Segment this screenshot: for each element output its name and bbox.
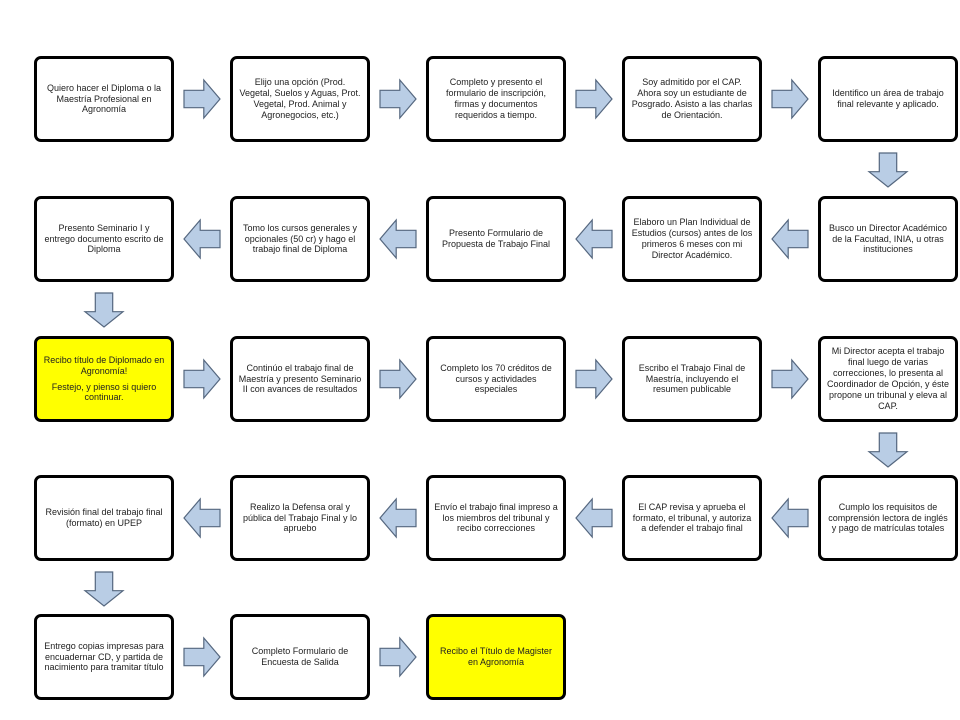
flow-step-text: Revisión final del trabajo final (format… [45, 507, 163, 528]
arrow-right-icon [183, 78, 221, 120]
flow-step-17: Realizo la Defensa oral y pública del Tr… [230, 475, 370, 561]
flow-step-text: Mi Director acepta el trabajo final lueg… [826, 346, 950, 411]
flow-step-text: Completo los 70 créditos de cursos y act… [440, 362, 552, 395]
flow-step-10: Busco un Director Académico de la Facult… [818, 196, 958, 282]
arrow-right-icon [379, 358, 417, 400]
arrow-shape [379, 218, 417, 260]
flow-step-text: Presento Formulario de Propuesta de Trab… [441, 228, 551, 249]
arrow-right-icon [379, 636, 417, 678]
arrow-right-icon [575, 358, 613, 400]
flow-step-9: Elaboro un Plan Individual de Estudios (… [622, 196, 762, 282]
flow-step-text: Festejo, y pienso si quiero continuar. [51, 381, 157, 403]
flow-step-23: Recibo el Título de Magister en Agronomí… [426, 614, 566, 700]
flow-step-text: Presento Seminario I y entrego documento… [44, 222, 164, 255]
flow-step-21: Entrego copias impresas para encuadernar… [34, 614, 174, 700]
flow-step-8: Presento Formulario de Propuesta de Trab… [426, 196, 566, 282]
flow-step-16: Revisión final del trabajo final (format… [34, 475, 174, 561]
arrow-down-icon [867, 432, 909, 468]
arrow-shape [379, 358, 417, 400]
flow-step-text: Tomo los cursos generales y opcionales (… [242, 222, 358, 255]
flow-step-text: Continúo el trabajo final de Maestría y … [238, 362, 362, 395]
arrow-shape [575, 358, 613, 400]
flow-step-text: Recibo el Título de Magister en Agronomí… [440, 646, 552, 667]
arrow-shape [183, 78, 221, 120]
flow-step-11: Recibo título de Diplomado en Agronomía!… [34, 336, 174, 422]
arrow-left-icon [183, 497, 221, 539]
flow-step-19: El CAP revisa y aprueba el formato, el t… [622, 475, 762, 561]
arrow-shape [771, 358, 809, 400]
arrow-shape [867, 432, 909, 468]
flow-step-text: Elaboro un Plan Individual de Estudios (… [631, 217, 753, 260]
arrow-shape [379, 78, 417, 120]
arrow-right-icon [771, 358, 809, 400]
arrow-down-icon [867, 152, 909, 188]
flow-step-1: Quiero hacer el Diploma o la Maestría Pr… [34, 56, 174, 142]
arrow-shape [379, 497, 417, 539]
arrow-left-icon [183, 218, 221, 260]
flow-step-3: Completo y presento el formulario de ins… [426, 56, 566, 142]
arrow-shape [771, 78, 809, 120]
arrow-shape [575, 78, 613, 120]
flow-step-text: Cumplo los requisitos de comprensión lec… [828, 501, 948, 534]
flow-step-text: Elijo una opción (Prod. Vegetal, Suelos … [239, 77, 361, 120]
flow-step-text: Realizo la Defensa oral y pública del Tr… [242, 501, 358, 534]
flow-step-7: Tomo los cursos generales y opcionales (… [230, 196, 370, 282]
flow-step-text: Entrego copias impresas para encuadernar… [44, 640, 164, 673]
arrow-shape [867, 152, 909, 188]
arrow-right-icon [771, 78, 809, 120]
flow-step-text: Busco un Director Académico de la Facult… [828, 222, 948, 255]
flow-step-text: Completo Formulario de Encuesta de Salid… [251, 646, 349, 667]
arrow-right-icon [379, 78, 417, 120]
flow-step-text: Identifico un área de trabajo final rele… [832, 88, 944, 109]
arrow-shape [183, 497, 221, 539]
arrow-shape [379, 636, 417, 678]
arrow-shape [183, 636, 221, 678]
arrow-shape [771, 497, 809, 539]
arrow-shape [575, 218, 613, 260]
flow-step-text: Soy admitido por el CAP. Ahora soy un es… [631, 77, 753, 120]
flow-step-5: Identifico un área de trabajo final rele… [818, 56, 958, 142]
flow-step-4: Soy admitido por el CAP. Ahora soy un es… [622, 56, 762, 142]
arrow-shape [183, 218, 221, 260]
arrow-shape [83, 292, 125, 328]
flow-step-18: Envío el trabajo final impreso a los mie… [426, 475, 566, 561]
flow-step-20: Cumplo los requisitos de comprensión lec… [818, 475, 958, 561]
flow-step-13: Completo los 70 créditos de cursos y act… [426, 336, 566, 422]
flow-step-15: Mi Director acepta el trabajo final lueg… [818, 336, 958, 422]
arrow-shape [575, 497, 613, 539]
arrow-left-icon [379, 497, 417, 539]
arrow-shape [771, 218, 809, 260]
flow-step-text: Completo y presento el formulario de ins… [445, 77, 547, 120]
flow-step-2: Elijo una opción (Prod. Vegetal, Suelos … [230, 56, 370, 142]
flow-step-14: Escribo el Trabajo Final de Maestría, in… [622, 336, 762, 422]
arrow-shape [83, 571, 125, 607]
flow-step-text: Escribo el Trabajo Final de Maestría, in… [638, 362, 746, 395]
flow-step-12: Continúo el trabajo final de Maestría y … [230, 336, 370, 422]
arrow-left-icon [771, 218, 809, 260]
flow-step-22: Completo Formulario de Encuesta de Salid… [230, 614, 370, 700]
arrow-right-icon [183, 358, 221, 400]
arrow-down-icon [83, 292, 125, 328]
arrow-left-icon [575, 218, 613, 260]
flow-step-text: Quiero hacer el Diploma o la Maestría Pr… [46, 82, 162, 115]
flow-step-text: Recibo título de Diplomado en Agronomía! [43, 354, 165, 376]
flow-step-6: Presento Seminario I y entrego documento… [34, 196, 174, 282]
arrow-left-icon [771, 497, 809, 539]
arrow-right-icon [575, 78, 613, 120]
arrow-down-icon [83, 571, 125, 607]
arrow-shape [183, 358, 221, 400]
flow-step-text: Envío el trabajo final impreso a los mie… [434, 501, 558, 534]
arrow-left-icon [379, 218, 417, 260]
arrow-right-icon [183, 636, 221, 678]
arrow-left-icon [575, 497, 613, 539]
flow-step-text: El CAP revisa y aprueba el formato, el t… [632, 501, 752, 534]
